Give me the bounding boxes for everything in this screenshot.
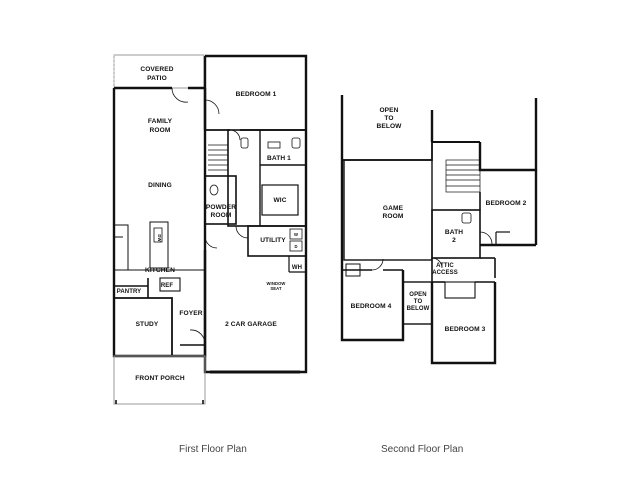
bedroom-3-label: BEDROOM 3: [445, 326, 486, 333]
dishwasher-label: DW: [157, 234, 162, 241]
family-room-label-1: FAMILY: [148, 118, 173, 125]
attic-access-label-2: ACCESS: [432, 270, 458, 276]
dryer-label: D: [294, 244, 297, 249]
powder-room-label-1: POWDER: [206, 204, 236, 211]
family-room-label-2: ROOM: [150, 127, 171, 134]
front-porch-label: FRONT PORCH: [135, 375, 185, 382]
covered-patio-label-1: COVERED: [140, 66, 173, 73]
dining-label: DINING: [148, 182, 172, 189]
water-heater-label: WH: [292, 265, 302, 271]
game-room-label-1: GAME: [383, 205, 404, 212]
open-to-below-mid-3: BELOW: [407, 306, 430, 312]
pantry-label: PANTRY: [117, 289, 142, 295]
bath-1-label: BATH 1: [267, 155, 291, 162]
study-label: STUDY: [136, 321, 159, 328]
washer-label: W: [294, 232, 298, 237]
covered-patio-label-2: PATIO: [147, 75, 167, 82]
open-to-below-top-3: BELOW: [376, 123, 402, 130]
bedroom-1-label: BEDROOM 1: [236, 91, 277, 98]
garage-label: 2 CAR GARAGE: [225, 321, 277, 328]
powder-room-label-2: ROOM: [211, 212, 232, 219]
first-floor-plan: [112, 54, 308, 405]
wic-label: WIC: [273, 197, 286, 204]
window-seat-label-1: WINDOW: [267, 281, 286, 286]
bedroom-2-label: BEDROOM 2: [486, 200, 527, 207]
open-to-below-top-2: TO: [384, 115, 393, 122]
open-to-below-top-1: OPEN: [379, 107, 398, 114]
bath-2-label-2: 2: [452, 237, 456, 244]
ref-label: REF: [161, 283, 174, 289]
window-seat-label-2: SEAT: [270, 286, 282, 291]
foyer-label: FOYER: [179, 310, 202, 317]
attic-access-label-1: ATTIC: [436, 263, 454, 269]
second-floor-caption: Second Floor Plan: [381, 444, 464, 455]
bath-2-label-1: BATH: [445, 229, 463, 236]
bedroom-4-label: BEDROOM 4: [351, 303, 392, 310]
game-room-label-2: ROOM: [383, 213, 404, 220]
kitchen-label: KITCHEN: [145, 267, 175, 274]
open-to-below-mid-2: TO: [414, 299, 423, 305]
utility-label: UTILITY: [260, 237, 286, 244]
second-floor-plan: [340, 95, 538, 365]
first-floor-caption: First Floor Plan: [179, 444, 247, 455]
open-to-below-mid-1: OPEN: [409, 292, 426, 298]
